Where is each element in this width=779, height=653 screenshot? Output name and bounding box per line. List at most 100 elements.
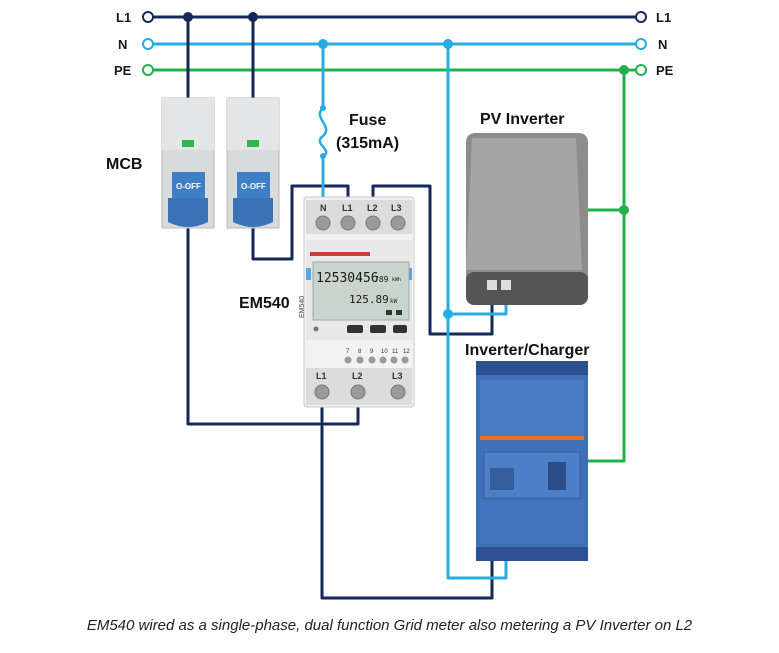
pv-inverter-front [466, 138, 582, 270]
meter-screw-n [315, 215, 331, 231]
fuse-bottom-contact [320, 153, 326, 159]
inverter-charger-top-cap [476, 361, 588, 375]
mcb-1-base [168, 198, 208, 227]
meter-led [313, 326, 319, 332]
wiring-diagram: L1 N PE L1 N PE [106, 10, 674, 600]
pv-inverter-footer [466, 272, 588, 305]
lcd-indicator-2 [396, 310, 402, 315]
mcb-2-base [233, 198, 273, 227]
mcb-2-handle[interactable] [237, 172, 270, 198]
inverter-charger-bottom-cap [476, 547, 588, 561]
junction-n-fuse [318, 39, 328, 49]
meter-bottom-screw-l3 [390, 384, 406, 400]
meter-port-screw [356, 356, 364, 364]
wire-n-to-pv-inverter [448, 305, 508, 316]
mcb-1-indicator [182, 140, 194, 147]
meter-port-number: 11 [392, 349, 399, 355]
pv-inverter-connector-1 [487, 280, 497, 290]
l1-left-label: L1 [116, 10, 131, 25]
junction-pe-devices [619, 65, 629, 75]
mcb-1: O-OFF [161, 97, 215, 229]
meter-bottom-terminals: L1 L2 L3 [314, 371, 406, 400]
meter-port-screw [368, 356, 376, 364]
meter-top-terminal-label: L2 [367, 203, 378, 213]
meter-port-number: 10 [381, 349, 388, 355]
lcd-energy-unit: kWh [392, 277, 401, 283]
diagram-caption: EM540 wired as a single-phase, dual func… [86, 617, 693, 634]
meter-port-number: 9 [370, 349, 374, 355]
meter-top-terminal-label: L3 [391, 203, 402, 213]
wire-mcb1-to-meter-bottom-l2 [186, 228, 360, 426]
meter-port-screw [379, 356, 387, 364]
em540-label: EM540 [239, 295, 290, 312]
mcb-1-handle[interactable] [172, 172, 205, 198]
wire-meter-l2-to-pv-inverter [371, 184, 494, 336]
n-left-label: N [118, 37, 127, 52]
mcb-label: MCB [106, 156, 142, 173]
meter-bottom-terminal-label: L3 [392, 371, 403, 381]
pe-left-label: PE [114, 63, 132, 78]
bus-lines: L1 N PE L1 N PE [114, 10, 674, 78]
meter-lcd [312, 261, 410, 321]
pv-inverter-label: PV Inverter [480, 111, 564, 128]
meter-port-number: 8 [358, 349, 362, 355]
junction-pe-pv [619, 205, 629, 215]
inverter-charger-switch[interactable] [548, 462, 566, 490]
inverter-charger-lower-panel [480, 500, 584, 544]
meter-bottom-terminal-label: L1 [316, 371, 327, 381]
meter-top-terminals: N L1 L2 L3 [315, 203, 406, 231]
meter-bottom-screw-l2 [350, 384, 366, 400]
n-right-terminal [635, 38, 647, 50]
mcb-1-handle-text: O-OFF [176, 182, 201, 191]
pe-right-terminal [635, 64, 647, 76]
wire-meter-bottom-l1-to-inverter-charger [320, 398, 494, 600]
junction-l1-mcb2 [248, 12, 258, 22]
n-left-terminal [142, 38, 154, 50]
meter-screw-l3 [390, 215, 406, 231]
mcb-2-handle-text: O-OFF [241, 182, 266, 191]
lcd-power-unit: kW [390, 298, 398, 305]
pv-inverter-connector-2 [501, 280, 511, 290]
meter-port-screw [344, 356, 352, 364]
meter-button-right[interactable] [393, 325, 407, 333]
pe-right-label: PE [656, 63, 674, 78]
mcb-2-indicator [247, 140, 259, 147]
meter-side-tab-left [306, 268, 311, 280]
meter-brand-bar [310, 252, 370, 256]
meter-top-terminal-label: L1 [342, 203, 353, 213]
lcd-energy-value: 12530456 [316, 271, 379, 286]
meter-screw-l1 [340, 215, 356, 231]
mcb-2: O-OFF [226, 97, 280, 229]
pe-left-terminal [142, 64, 154, 76]
junction-n-devices [443, 39, 453, 49]
meter-side-label: EM540 [299, 296, 306, 318]
l1-right-label: L1 [656, 10, 671, 25]
meter-button-middle[interactable] [370, 325, 386, 333]
em540-meter: N L1 L2 L3 12530456 789 kWh 125.89 kW EM… [299, 196, 415, 408]
junction-l1-mcb1 [183, 12, 193, 22]
lcd-energy-suffix: 789 [374, 275, 389, 284]
inverter-charger-label: Inverter/Charger [465, 342, 590, 359]
wire-mcb2-to-meter-top-l1 [251, 184, 350, 261]
meter-screw-l2 [365, 215, 381, 231]
meter-port-screw [401, 356, 409, 364]
inverter-charger-led-strip [490, 468, 514, 490]
inverter-charger-upper-panel [480, 380, 584, 436]
junction-n-pv [443, 309, 453, 319]
pv-inverter [466, 133, 588, 305]
wires [183, 12, 629, 600]
meter-top-terminal-label: N [320, 203, 327, 213]
meter-port-number: 7 [346, 349, 350, 355]
inverter-charger [476, 361, 588, 561]
meter-button-left[interactable] [347, 325, 363, 333]
meter-bottom-terminal-label: L2 [352, 371, 363, 381]
meter-io-ports: 7 8 9 10 11 12 [344, 349, 410, 364]
meter-port-screw [390, 356, 398, 364]
l1-left-terminal [142, 11, 154, 23]
wire-pe-to-devices [586, 70, 626, 463]
lcd-indicator-1 [386, 310, 392, 315]
fuse-top-contact [320, 105, 326, 111]
inverter-charger-orange-stripe [480, 436, 584, 440]
l1-right-terminal [635, 11, 647, 23]
fuse-symbol [318, 107, 328, 158]
